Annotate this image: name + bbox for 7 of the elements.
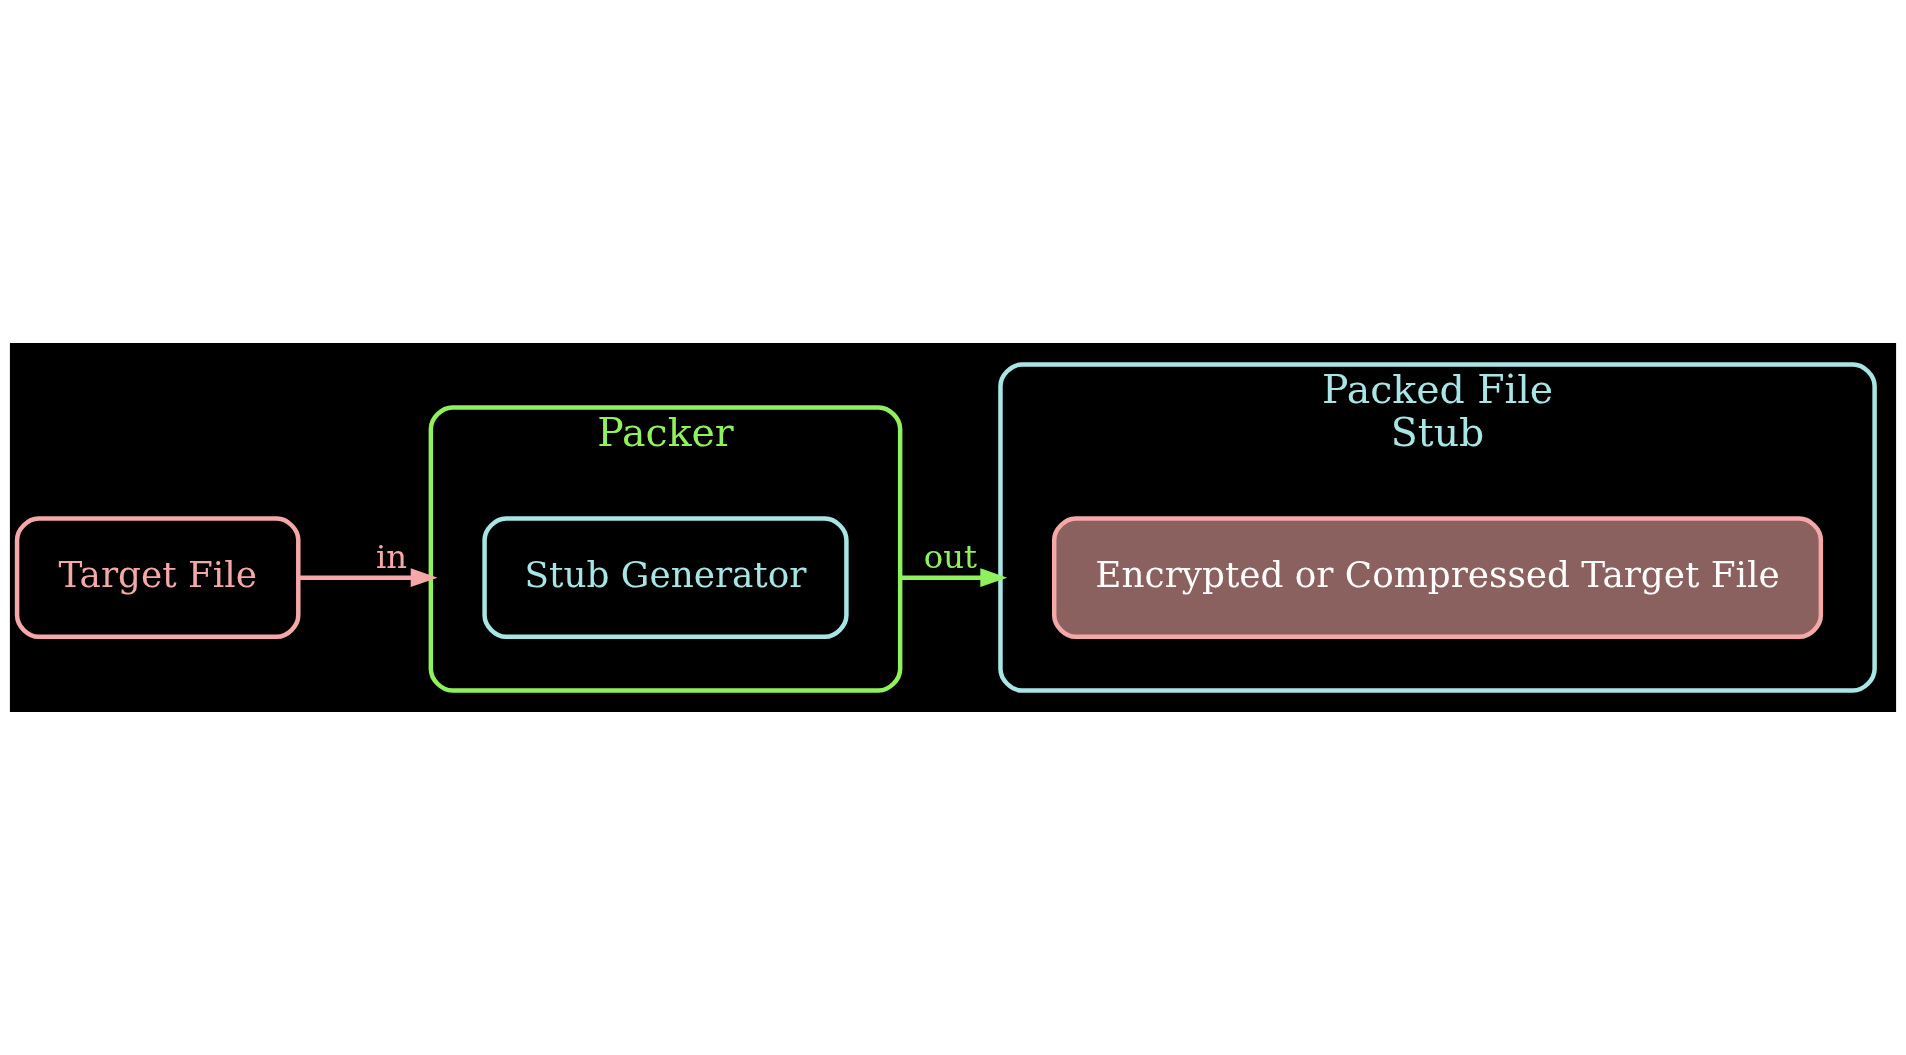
node-box: Target File: [14, 516, 301, 639]
arrow: [900, 568, 1008, 588]
edge-label: out: [923, 537, 977, 576]
node-box: Encrypted or Compressed Target File: [1051, 516, 1824, 639]
edge-label: in: [375, 537, 407, 576]
node-box: Stub Generator: [482, 516, 849, 639]
arrow: [298, 568, 438, 588]
